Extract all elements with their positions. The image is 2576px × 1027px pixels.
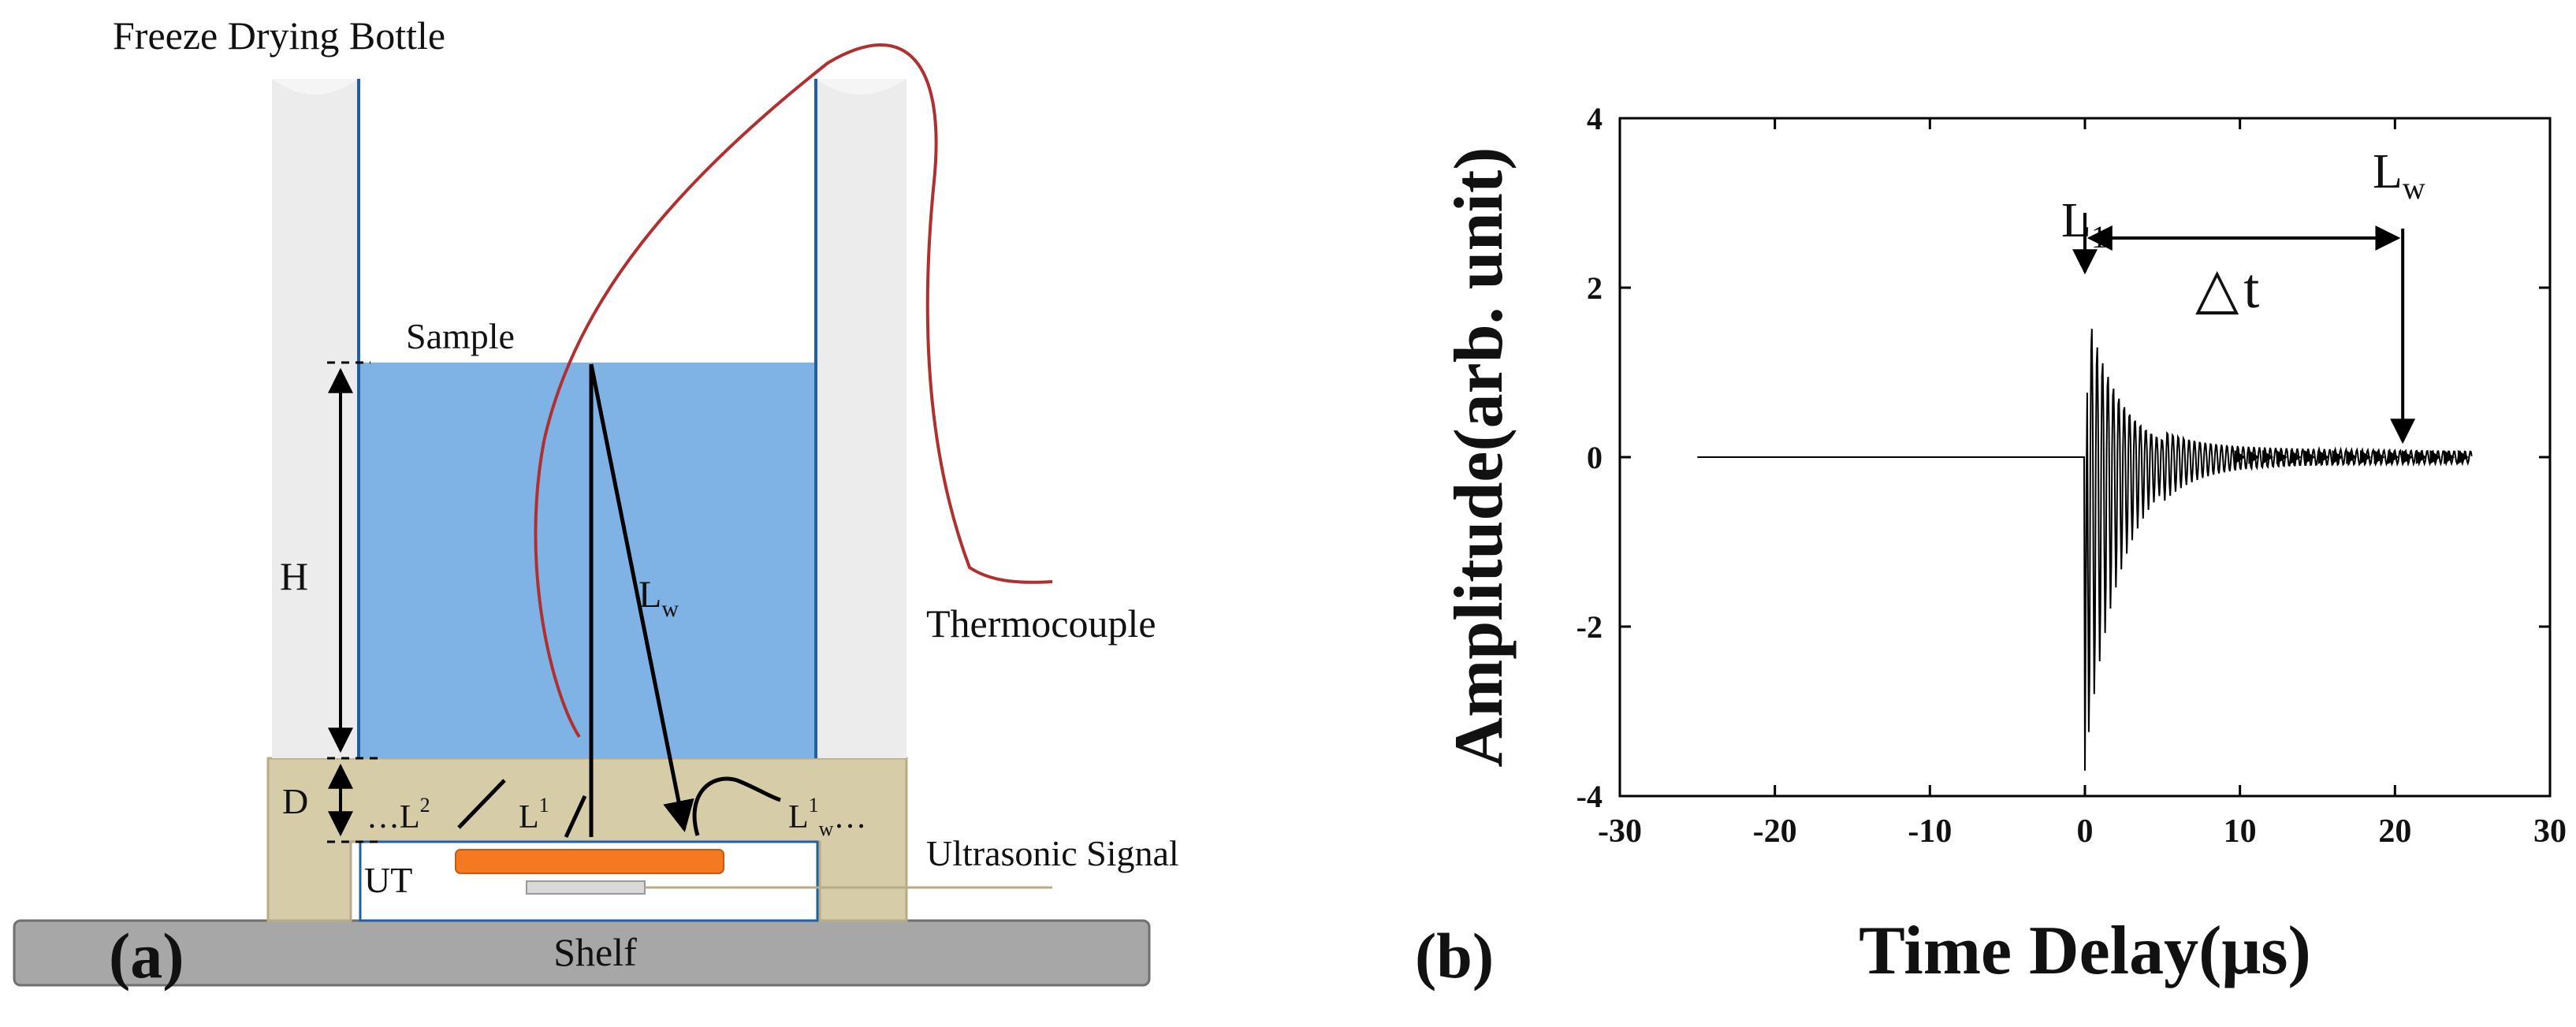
ultrasonic-transducer	[455, 849, 724, 874]
l1w-label: L1w…	[788, 794, 866, 840]
h-label: H	[280, 554, 308, 598]
x-tick-label: 0	[2077, 813, 2094, 850]
delta-t-label: △t	[2195, 257, 2259, 320]
tail-marker	[2359, 450, 2371, 464]
panel-a-diagram: Shelf Freeze Dr	[13, 13, 1179, 992]
l1-label: L1	[519, 794, 549, 835]
bottle-wall-right	[816, 79, 906, 758]
tail-marker	[2332, 450, 2343, 464]
transducer-mount	[526, 880, 646, 895]
tail-marker	[2346, 450, 2358, 464]
tail-marker	[2276, 450, 2288, 464]
lw-label: Lw	[638, 574, 679, 622]
path-l1	[564, 794, 587, 839]
y-tick-label: 0	[1587, 440, 1603, 475]
tail-marker	[2317, 450, 2329, 464]
tail-marker	[2388, 450, 2399, 464]
tail-marker	[2373, 450, 2385, 464]
y-tick-label: 2	[1587, 270, 1603, 306]
tail-marker	[2457, 450, 2469, 464]
tail-marker	[2290, 450, 2302, 464]
x-tick-label: -30	[1598, 813, 1642, 850]
thermocouple-wire	[534, 43, 1053, 739]
bottle-base	[266, 757, 908, 922]
y-tick-label: -4	[1576, 779, 1603, 814]
thermocouple-label: Thermocouple	[926, 601, 1156, 646]
tail-marker	[2248, 450, 2260, 464]
bottle-wall-left	[272, 79, 359, 758]
marker-lw-label: Lw	[2373, 145, 2425, 206]
tail-marker	[2262, 450, 2274, 464]
y-axis-title: Amplitude(arb. unit)	[1441, 147, 1517, 767]
sample-label: Sample	[406, 316, 515, 356]
tail-marker	[2415, 450, 2427, 464]
tail-marker	[2304, 450, 2316, 464]
x-tick-label: -20	[1753, 813, 1797, 850]
path-l1w	[692, 776, 781, 836]
x-axis-title: Time Delay(μs)	[1859, 913, 2311, 989]
tail-marker	[2444, 450, 2455, 464]
water-sample	[359, 363, 816, 758]
panel-a-label: (a)	[109, 920, 184, 992]
panel-b-label: (b)	[1415, 920, 1494, 992]
l2-label: …L2	[367, 794, 430, 835]
tail-marker	[2429, 450, 2441, 464]
path-l2	[457, 779, 506, 829]
ultrasonic-signal-label: Ultrasonic Signal	[926, 833, 1179, 873]
y-tick-label: -2	[1576, 609, 1603, 645]
d-label: D	[282, 781, 308, 821]
x-tick-label: 30	[2533, 813, 2567, 850]
path-lw-down	[589, 363, 694, 832]
x-tick-label: 10	[2224, 813, 2257, 850]
ut-label: UT	[364, 860, 412, 900]
shelf-label: Shelf	[553, 930, 637, 974]
signal-trace	[1697, 329, 2473, 771]
tail-marker	[2234, 450, 2246, 464]
bottle-label: Freeze Drying Bottle	[113, 13, 445, 58]
x-tick-label: 20	[2378, 813, 2411, 850]
tail-marker	[2402, 450, 2414, 464]
y-tick-label: 4	[1587, 101, 1603, 136]
x-tick-label: -10	[1908, 813, 1952, 850]
